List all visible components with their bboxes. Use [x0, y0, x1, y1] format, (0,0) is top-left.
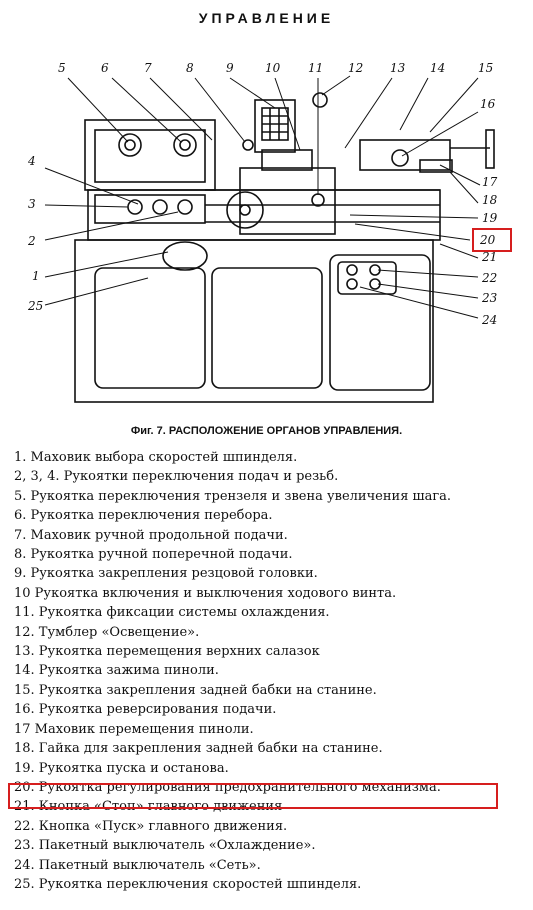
- callout-19: 19: [482, 211, 498, 225]
- callout-18: 18: [482, 193, 498, 207]
- legend-item: 24. Пакетный выключатель «Сеть».: [14, 857, 261, 873]
- lathe-diagram: 5 6 7 8 9 10 11 12 13 14 15 16 17 18 19 …: [27, 61, 498, 403]
- callout-17: 17: [482, 175, 498, 189]
- callout-3: 3: [28, 197, 36, 211]
- page-title: УПРАВЛЕНИЕ: [198, 10, 335, 26]
- callout-21: 21: [481, 250, 497, 264]
- legend-item: 13. Рукоятка перемещения верхних салазок: [14, 644, 320, 660]
- legend-item: 16. Рукоятка реверсирования подачи.: [14, 702, 277, 718]
- callout-20: 20: [479, 233, 496, 247]
- callout-9: 9: [226, 61, 234, 75]
- callout-6: 6: [101, 61, 109, 75]
- callout-22: 22: [481, 271, 497, 285]
- callout-7: 7: [144, 61, 152, 75]
- legend-item: 11. Рукоятка фиксации системы охлаждения…: [14, 605, 330, 621]
- legend-item: 1. Маховик выбора скоростей шпинделя.: [14, 450, 298, 465]
- legend-item: 23. Пакетный выключатель «Охлаждение».: [14, 838, 316, 854]
- legend-item: 12. Тумблер «Освещение».: [14, 624, 200, 640]
- callout-23: 23: [481, 291, 498, 305]
- legend-item: 10 Рукоятка включения и выключения ходов…: [14, 585, 397, 601]
- legend-item: 25. Рукоятка переключения скоростей шпин…: [14, 876, 362, 892]
- callout-15: 15: [478, 61, 493, 75]
- callout-25: 25: [27, 299, 43, 313]
- figure-caption: Фиг. 7. РАСПОЛОЖЕНИЕ ОРГАНОВ УПРАВЛЕНИЯ.: [130, 425, 403, 437]
- legend-item: 7. Маховик ручной продольной подачи.: [14, 527, 288, 543]
- legend-item: 6. Рукоятка переключения перебора.: [14, 508, 273, 524]
- legend-item: 19. Рукоятка пуска и останова.: [14, 760, 229, 776]
- callout-13: 13: [390, 61, 406, 75]
- callout-1: 1: [32, 269, 40, 283]
- callout-10: 10: [265, 61, 281, 75]
- legend-item: 8. Рукоятка ручной поперечной подачи.: [14, 547, 293, 563]
- legend-item-20-highlight: [8, 783, 498, 809]
- callout-14: 14: [430, 61, 445, 75]
- legend-item: 22. Кнопка «Пуск» главного движения.: [14, 818, 288, 834]
- callout-8: 8: [186, 61, 194, 75]
- legend-item: 2, 3, 4. Рукоятки переключения подач и р…: [14, 469, 339, 485]
- legend-item: 9. Рукоятка закрепления резцовой головки…: [14, 566, 318, 582]
- callout-12: 12: [348, 61, 363, 75]
- legend-item: 21. Кнопка «Стоп» главного движения: [14, 799, 283, 815]
- callout-4: 4: [27, 154, 36, 168]
- legend-item: 17 Маховик перемещения пиноли.: [14, 721, 254, 737]
- callout-20-highlight: [472, 228, 512, 252]
- legend-item: 18. Гайка для закрепления задней бабки н…: [14, 741, 383, 757]
- callout-24: 24: [481, 313, 497, 327]
- callout-5: 5: [58, 61, 66, 75]
- legend-item: 15. Рукоятка закрепления задней бабки на…: [14, 682, 377, 698]
- callout-11: 11: [308, 61, 323, 75]
- callout-16: 16: [480, 97, 496, 111]
- legend-item: 14. Рукоятка зажима пиноли.: [14, 663, 219, 679]
- legend-list: 1. Маховик выбора скоростей шпинделя. 2,…: [14, 448, 524, 894]
- legend-item: 5. Рукоятка переключения трензеля и звен…: [14, 488, 452, 504]
- callout-2: 2: [27, 234, 36, 248]
